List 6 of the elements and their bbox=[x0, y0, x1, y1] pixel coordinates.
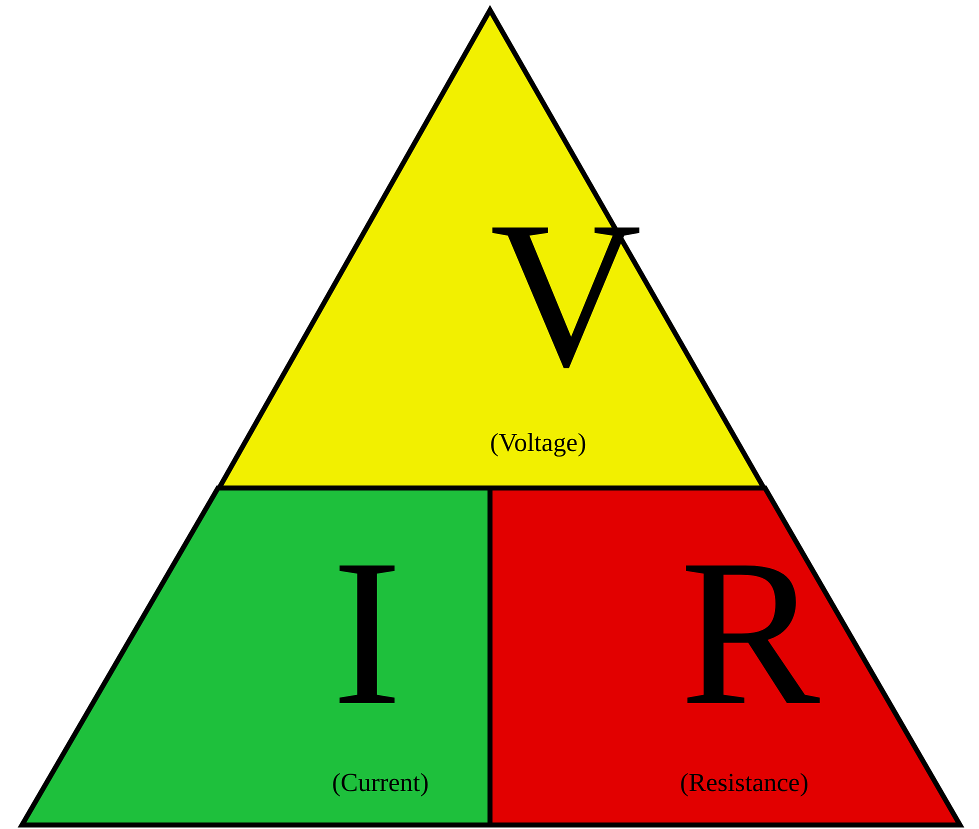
quantity-label: (Resistance) bbox=[680, 770, 809, 796]
variable-symbol: V bbox=[490, 190, 642, 400]
quantity-label: (Current) bbox=[332, 770, 429, 796]
variable-symbol: I bbox=[332, 528, 402, 738]
variable-symbol: R bbox=[680, 528, 820, 738]
quantity-label: (Voltage) bbox=[490, 430, 586, 456]
